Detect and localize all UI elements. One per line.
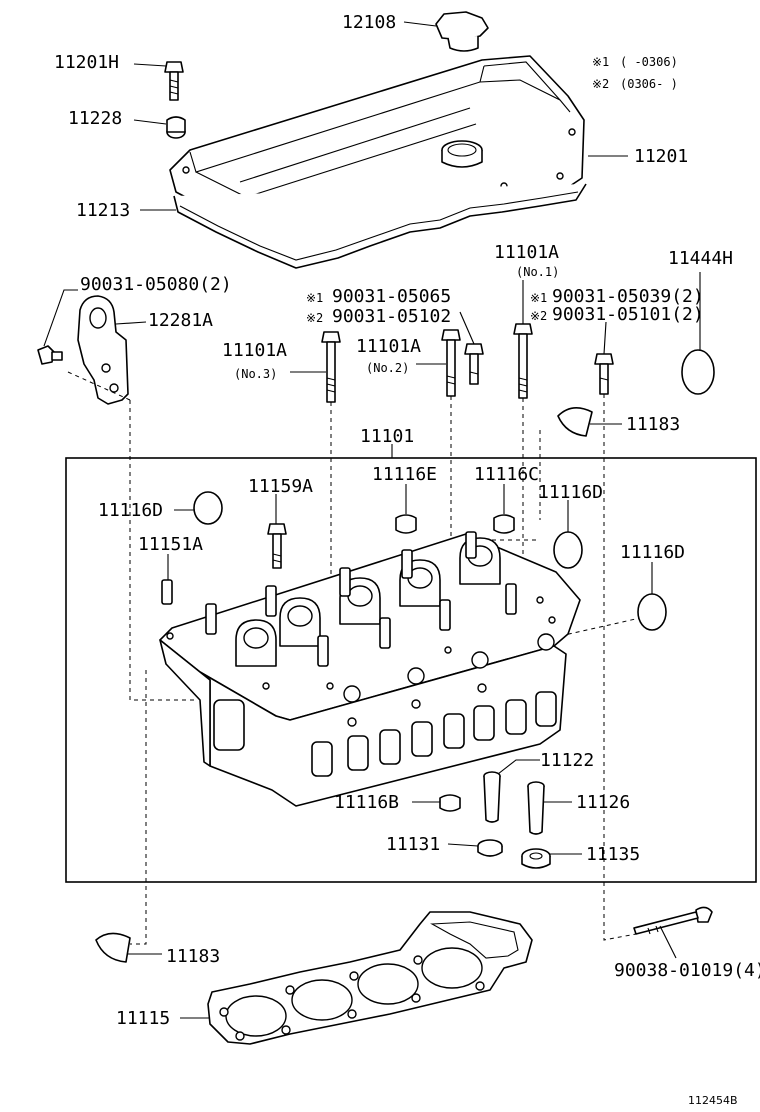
head-bolt-no2 (441, 329, 461, 397)
callout-90038-01019: 90038-01019(4) (614, 960, 760, 981)
valve-seat-11131 (477, 839, 503, 857)
callout-11126: 11126 (576, 792, 630, 813)
callout-11201: 11201 (634, 146, 688, 167)
plug-11116d-left (193, 491, 223, 525)
variant-range-2: (0306- ) (620, 77, 678, 91)
oil-filler-cap (435, 11, 489, 52)
variant-mark-1-bolt-a: ※1 (306, 291, 323, 305)
callout-11444h: 11444H (668, 248, 733, 269)
label-no1: (No.1) (516, 265, 559, 279)
callout-12281a: 12281A (148, 310, 213, 331)
callout-11116d-mid: 11116D (538, 482, 603, 503)
callout-12108: 12108 (342, 12, 396, 33)
variant-mark-1: ※1 (592, 55, 609, 69)
plug-11116d-right (637, 593, 667, 631)
callout-11116d-right: 11116D (620, 542, 685, 563)
cylinder-head-gasket (207, 911, 533, 1045)
bracket-bolt (37, 345, 63, 365)
head-bolt-short (464, 343, 484, 385)
bolt-a-variant-1: 90031-05065 (332, 286, 451, 307)
callout-11201h: 11201H (54, 52, 119, 73)
callout-11115: 11115 (116, 1008, 170, 1029)
cover-bolt (164, 61, 184, 101)
callout-11116c: 11116C (474, 464, 539, 485)
callout-11116d-left: 11116D (98, 500, 163, 521)
valve-guide-11122 (483, 771, 501, 823)
engine-hanger-bracket (77, 295, 129, 405)
callout-11101a-no1: 11101A (494, 242, 559, 263)
figure-reference: 112454B (688, 1094, 738, 1107)
callout-11131: 11131 (386, 834, 440, 855)
head-bolt-small (594, 353, 614, 395)
bolt-a-variant-2: 90031-05102 (332, 306, 451, 327)
label-no3: (No.3) (234, 367, 277, 381)
callout-11228: 11228 (68, 108, 122, 129)
variant-range-1: ( -0306) (620, 55, 678, 69)
cylinder-head (159, 531, 581, 807)
label-no2: (No.2) (366, 361, 409, 375)
plug-11444h (681, 349, 715, 395)
variant-mark-1-bolt-b: ※1 (530, 291, 547, 305)
callout-11151a: 11151A (138, 534, 203, 555)
head-bolt-no1 (513, 323, 533, 399)
callout-11213: 11213 (76, 200, 130, 221)
callout-11159a: 11159A (248, 476, 313, 497)
callout-90031-05080: 90031-05080(2) (80, 274, 232, 295)
callout-11101: 11101 (360, 426, 414, 447)
callout-11101a-no3: 11101A (222, 340, 287, 361)
bolt-b-variant-2: 90031-05101(2) (552, 304, 704, 325)
callout-11122: 11122 (540, 750, 594, 771)
cover-gasket (173, 183, 587, 269)
callout-11116e: 11116E (372, 464, 437, 485)
callout-11135: 11135 (586, 844, 640, 865)
callout-11101a-no2: 11101A (356, 336, 421, 357)
head-bolt-no3 (321, 331, 341, 403)
callout-11183-bottom: 11183 (166, 946, 220, 967)
plug-11116b (439, 794, 461, 812)
callout-11183-top: 11183 (626, 414, 680, 435)
plug-11116d-mid (553, 531, 583, 569)
plug-11116c (493, 514, 515, 534)
variant-mark-2-bolt-b: ※2 (530, 309, 547, 323)
bolt-b-variant-1: 90031-05039(2) (552, 286, 704, 307)
plug-11116e (395, 514, 417, 534)
callout-11116b: 11116B (334, 792, 399, 813)
half-moon-seal-top (557, 407, 593, 437)
pin-11151a (161, 579, 173, 605)
assembly-frame (65, 457, 757, 883)
variant-mark-2: ※2 (592, 77, 609, 91)
valve-guide-11126 (527, 781, 545, 835)
bolt-11159a (267, 523, 287, 569)
half-moon-seal-bottom (95, 932, 131, 963)
variant-mark-2-bolt-a: ※2 (306, 311, 323, 325)
cover-grommet (166, 116, 186, 139)
head-bolt-long (633, 906, 713, 935)
valve-seat-11135 (521, 848, 551, 869)
